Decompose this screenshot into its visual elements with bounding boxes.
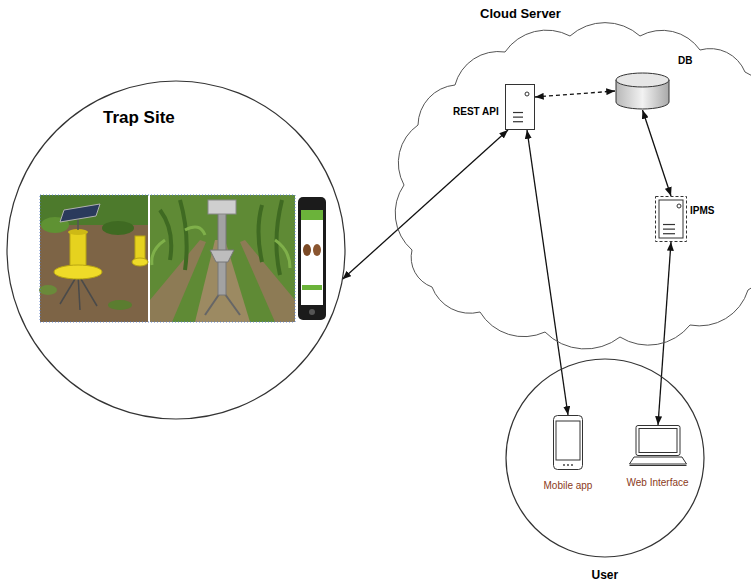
database-node: DB xyxy=(615,50,693,110)
device-node: Mobile app xyxy=(544,415,593,487)
db-icon xyxy=(615,72,670,110)
label-group: DB xyxy=(678,55,692,67)
connector-arrow xyxy=(643,110,672,196)
phone-dot xyxy=(567,464,569,466)
laptop-screen xyxy=(639,429,677,453)
region-heading: User xyxy=(592,568,619,582)
server-slot xyxy=(663,233,675,234)
component-label: DB xyxy=(678,55,692,67)
photo-detail xyxy=(208,200,236,214)
connector-arrow xyxy=(535,91,615,97)
circle-shape xyxy=(506,359,704,557)
photo-detail xyxy=(108,300,132,310)
photo-detail xyxy=(210,250,234,262)
server-icon xyxy=(655,196,687,242)
server-node: IPMS xyxy=(655,196,715,242)
laptop-edge xyxy=(630,465,687,466)
server-slot xyxy=(513,112,523,113)
photo-detail xyxy=(309,309,315,315)
laptop-lid xyxy=(636,426,680,456)
label-group: User xyxy=(592,568,619,582)
photo-detail xyxy=(303,244,311,256)
server-body xyxy=(659,200,683,238)
label-group: Cloud Server xyxy=(480,6,561,22)
component-label: Web Interface xyxy=(627,477,689,489)
photo-detail xyxy=(60,204,100,222)
cloud-outline xyxy=(392,0,751,350)
phone-icon xyxy=(553,415,583,470)
phone-screen xyxy=(556,421,580,460)
cloud-region: REST API DB IPMS Cloud Server xyxy=(392,0,751,350)
circle-outline xyxy=(6,80,346,420)
circle-outline xyxy=(505,358,705,558)
photo-detail xyxy=(54,265,102,279)
server-body xyxy=(506,85,535,130)
label-group: REST API xyxy=(453,106,499,118)
photo-detail xyxy=(150,195,295,322)
photo-detail xyxy=(40,195,148,322)
server-icon xyxy=(505,84,535,130)
photo-detail xyxy=(302,285,322,290)
laptop-base xyxy=(630,457,687,464)
server-outline xyxy=(656,197,687,242)
server-slot xyxy=(663,229,675,230)
photo-detail xyxy=(132,258,148,266)
phone-body xyxy=(554,416,583,470)
component-label: REST API xyxy=(453,106,499,118)
region-heading: Trap Site xyxy=(103,108,175,128)
photo-detail xyxy=(150,240,206,322)
trap-photo-phone xyxy=(298,197,326,320)
trap-photo-a xyxy=(39,195,148,322)
photo-detail xyxy=(301,210,323,220)
site-circle: Trap Site xyxy=(6,80,346,420)
photo-detail xyxy=(313,244,321,256)
label-group: Web Interface xyxy=(627,477,689,489)
server-led xyxy=(677,204,681,208)
label-group: IPMS xyxy=(690,205,714,217)
server-slot xyxy=(663,224,675,225)
database-top xyxy=(616,73,669,87)
server-slot xyxy=(513,121,523,122)
connector-arrow xyxy=(342,130,508,279)
trap-photo-b xyxy=(150,195,295,322)
phone-dot xyxy=(563,464,565,466)
photo-detail xyxy=(102,221,134,235)
label-group: Trap Site xyxy=(103,108,175,128)
device-node: Web Interface xyxy=(627,425,690,484)
user-circle: Mobile appWeb InterfaceUser xyxy=(505,358,705,558)
label-group: Mobile app xyxy=(544,480,593,492)
cloud-shape xyxy=(395,23,751,349)
photo-frame xyxy=(40,195,295,322)
phone-dot xyxy=(571,464,573,466)
circle-shape xyxy=(7,81,345,419)
component-label: IPMS xyxy=(690,205,714,217)
laptop-icon xyxy=(629,425,687,467)
server-led xyxy=(525,92,529,96)
component-label: Mobile app xyxy=(544,480,593,492)
photo-detail xyxy=(298,197,326,320)
server-slot xyxy=(513,117,523,118)
connector-arrow xyxy=(527,130,568,415)
server-node: REST API xyxy=(453,84,535,130)
photo-detail xyxy=(39,285,57,295)
photo-detail xyxy=(301,210,323,305)
connector-arrow xyxy=(658,242,671,425)
region-heading: Cloud Server xyxy=(480,6,561,22)
